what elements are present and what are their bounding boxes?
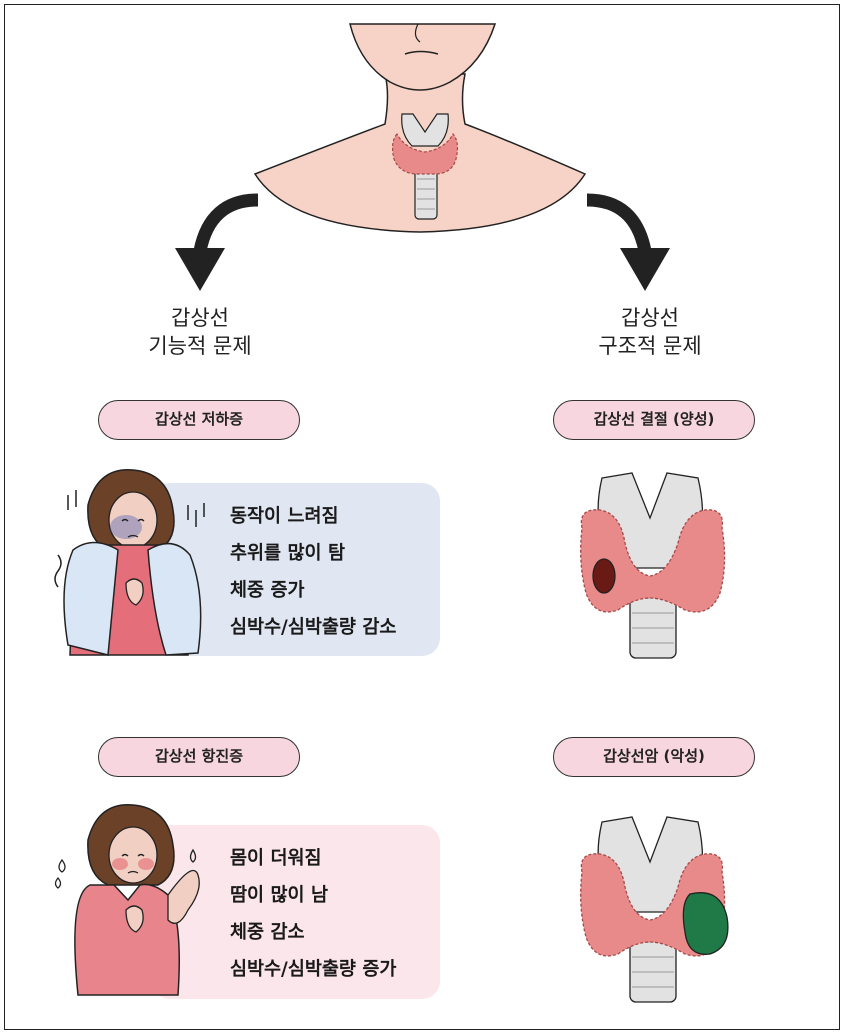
figure-frame <box>4 4 840 1030</box>
symptom-item: 몸이 더워짐 <box>230 848 322 869</box>
cold-woman-illustration <box>54 469 205 656</box>
symptom-item: 심박수/심박출량 감소 <box>230 617 397 638</box>
hot-woman-illustration <box>54 804 200 996</box>
symptom-item: 동작이 느려짐 <box>230 506 339 527</box>
hyperthyroidism-label: 갑상선 항진증 <box>98 737 300 777</box>
hyperthyroidism-symptom-box <box>152 825 440 999</box>
neck-thyroid-illustration <box>253 23 587 233</box>
hyperthyroidism-symptom-list: 몸이 더워짐 땀이 많이 남 체중 감소 심박수/심박출량 증가 <box>230 840 396 988</box>
hypothyroidism-symptom-list: 동작이 느려짐 추위를 많이 탐 체중 증가 심박수/심박출량 감소 <box>230 498 396 646</box>
benign-nodule-mark <box>592 558 616 594</box>
thyroid-cancer-illustration <box>580 816 729 1003</box>
structural-problem-heading: 갑상선 구조적 문제 <box>598 306 702 358</box>
hypothyroidism-label: 갑상선 저하증 <box>98 400 300 440</box>
symptom-item: 체중 감소 <box>230 922 305 943</box>
arrow-right-icon <box>586 193 670 291</box>
malignant-tumor-mark <box>682 892 729 955</box>
thyroid-benign-nodule-illustration <box>580 472 726 659</box>
symptom-item: 심박수/심박출량 증가 <box>230 959 397 980</box>
cancer-label: 갑상선암 (악성) <box>553 737 755 777</box>
symptom-item: 추위를 많이 탐 <box>230 543 346 564</box>
symptom-item: 땀이 많이 남 <box>230 885 328 906</box>
benign-nodule-label: 갑상선 결절 (양성) <box>553 400 755 440</box>
arrow-left-icon <box>175 193 259 291</box>
symptom-item: 체중 증가 <box>230 580 305 601</box>
functional-problem-heading: 갑상선 기능적 문제 <box>148 306 252 358</box>
